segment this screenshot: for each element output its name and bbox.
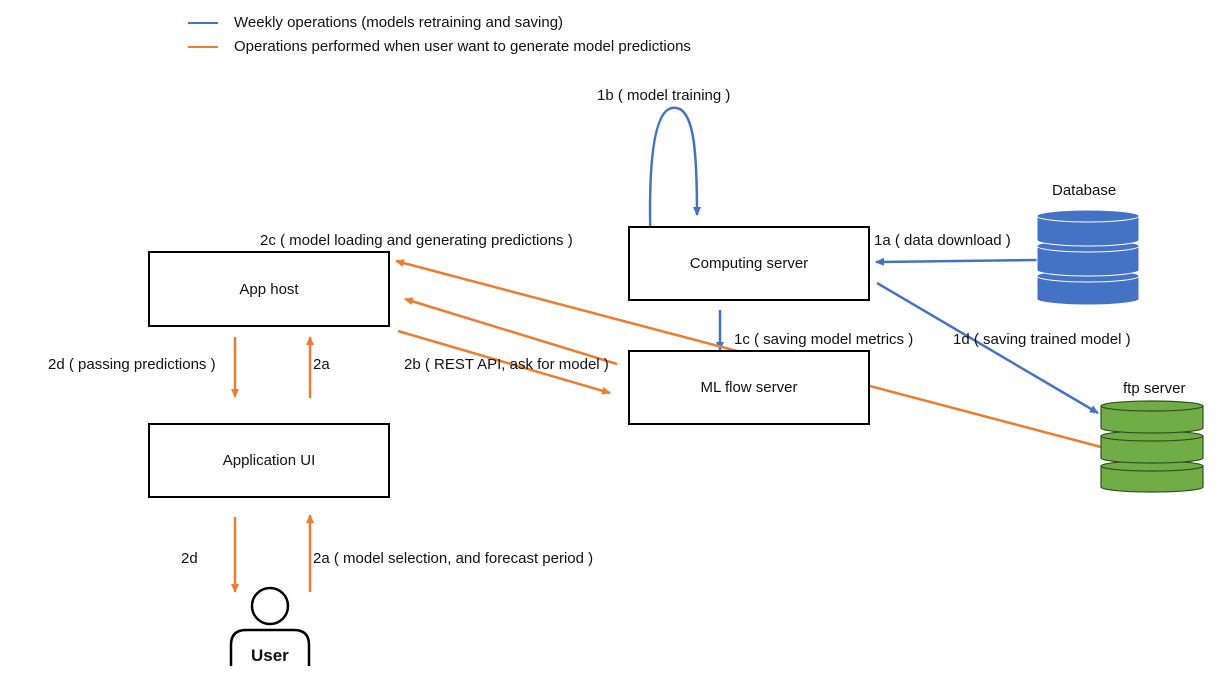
edge-2b-return xyxy=(404,297,618,366)
edge-2a-top-label: 2a xyxy=(313,356,330,373)
legend-weekly-label: Weekly operations (models retraining and… xyxy=(234,14,564,31)
computing-server-label: Computing server xyxy=(689,255,809,272)
user-icon xyxy=(229,586,311,666)
application-ui-box: Application UI xyxy=(148,423,390,498)
app-host-box: App host xyxy=(148,251,390,327)
edge-1b-label: 1b ( model training ) xyxy=(597,87,731,104)
database-label: Database xyxy=(1052,182,1117,199)
edge-1c-label: 1c ( saving model metrics ) xyxy=(734,331,914,348)
edge-1a-label: 1a ( data download ) xyxy=(874,232,1011,249)
edge-1b-loop xyxy=(648,106,701,277)
legend-predictions: Operations performed when user want to g… xyxy=(188,38,691,55)
edge-2c-label: 2c ( model loading and generating predic… xyxy=(260,232,573,249)
ml-flow-server-label: ML flow server xyxy=(700,379,798,396)
user-label: User xyxy=(251,646,289,665)
edge-2a-bottom-label: 2a ( model selection, and forecast perio… xyxy=(313,550,594,567)
legend-weekly: Weekly operations (models retraining and… xyxy=(188,14,563,31)
edge-1a xyxy=(875,257,1038,266)
application-ui-label: Application UI xyxy=(222,452,316,469)
edge-2b xyxy=(397,329,611,395)
app-host-label: App host xyxy=(239,280,299,298)
ftp-server-label: ftp server xyxy=(1123,380,1186,397)
legend-blue-line xyxy=(188,21,218,24)
legend-predictions-label: Operations performed when user want to g… xyxy=(234,38,691,55)
computing-server-box: Computing server xyxy=(628,226,870,301)
edge-2b-label: 2b ( REST API, ask for model ) xyxy=(404,356,609,373)
ftp-server-icon xyxy=(1100,400,1204,493)
legend-orange-line xyxy=(188,45,218,48)
edge-1d-label: 1d ( saving trained model ) xyxy=(953,331,1131,348)
edge-2d-top-label: 2d ( passing predictions ) xyxy=(48,356,216,373)
edge-1d xyxy=(876,281,1099,415)
edge-2d-bottom-label: 2d xyxy=(181,550,198,567)
database-icon xyxy=(1036,209,1140,306)
ml-flow-server-box: ML flow server xyxy=(628,350,870,425)
